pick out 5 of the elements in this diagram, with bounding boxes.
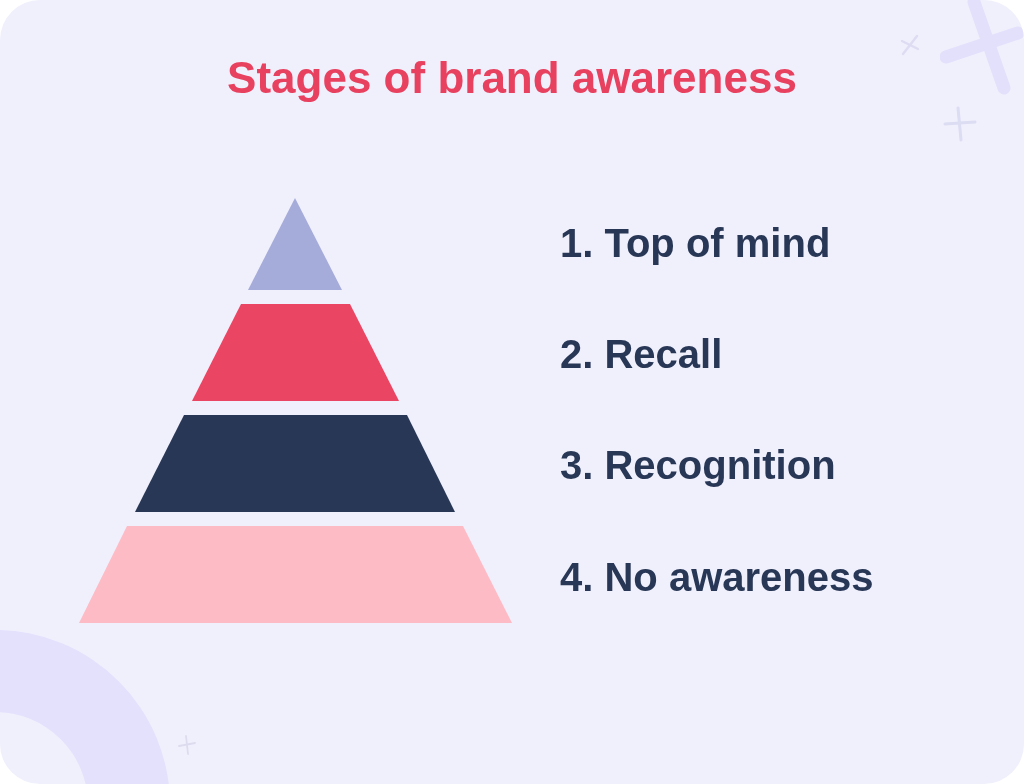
stage-label: 4. No awareness bbox=[560, 554, 874, 600]
stage-label: 1. Top of mind bbox=[560, 220, 831, 266]
title: Stages of brand awareness bbox=[227, 53, 797, 102]
stage-label: 2. Recall bbox=[560, 331, 723, 377]
stage-label: 3. Recognition bbox=[560, 442, 836, 488]
